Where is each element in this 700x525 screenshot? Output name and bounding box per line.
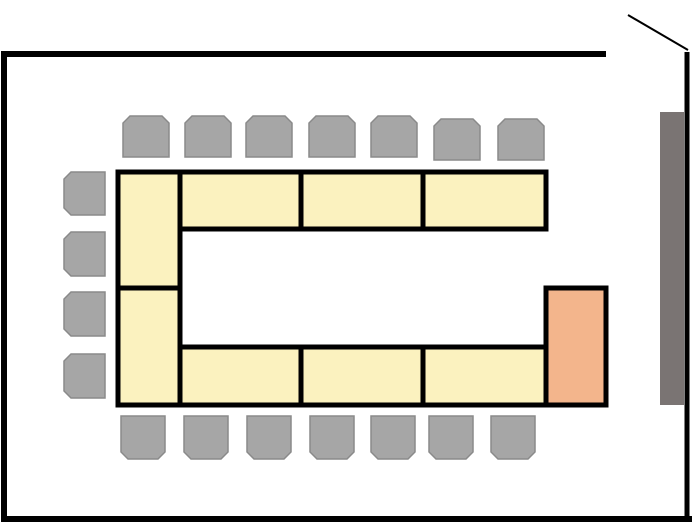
chair: [309, 415, 355, 460]
chair: [370, 415, 416, 460]
table: [177, 169, 304, 232]
room-walls: [1, 14, 692, 522]
table: [115, 285, 183, 408]
chair: [63, 291, 106, 337]
tables: [115, 169, 549, 408]
chair: [497, 118, 545, 161]
chair: [370, 115, 418, 158]
chair: [428, 415, 474, 460]
table: [420, 169, 549, 232]
chair: [122, 115, 170, 158]
door-icon: [627, 14, 689, 51]
projection-screen: [660, 112, 684, 405]
chair: [245, 115, 293, 158]
chair: [433, 118, 481, 161]
table: [420, 344, 549, 408]
table: [115, 169, 183, 291]
chair: [63, 353, 106, 399]
presenter-table: [543, 285, 609, 408]
table: [177, 344, 304, 408]
chair: [63, 231, 106, 277]
chair: [63, 171, 106, 216]
table: [298, 169, 426, 232]
chair: [308, 115, 356, 158]
chair: [183, 415, 229, 460]
table: [298, 344, 426, 408]
chair: [184, 115, 232, 158]
chair: [490, 415, 536, 460]
chair: [120, 415, 166, 460]
chairs: [63, 115, 545, 460]
chair: [246, 415, 292, 460]
